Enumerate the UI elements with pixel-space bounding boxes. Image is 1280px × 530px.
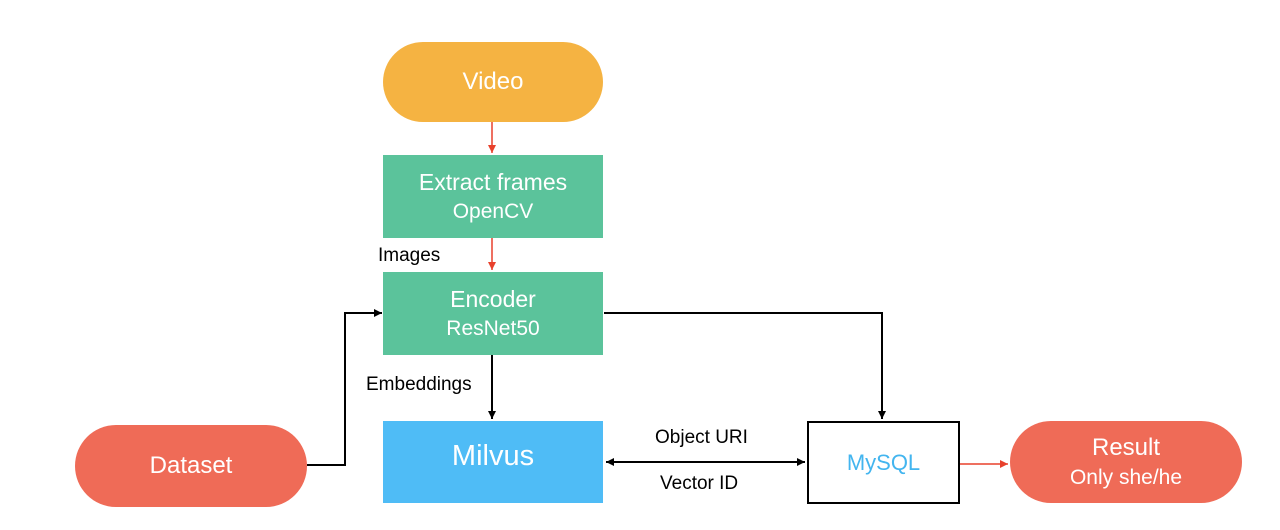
mysql-label: MySQL — [846, 449, 921, 475]
arrow-encoder-to-mysql — [604, 312, 886, 419]
video-label: Video — [462, 68, 524, 95]
vector-id-edge-label: Vector ID — [660, 473, 739, 494]
mysql-node: MySQL — [807, 421, 960, 504]
embeddings-edge-label: Embeddings — [366, 374, 472, 395]
video-node: Video — [383, 42, 603, 122]
dataset-label: Dataset — [149, 452, 233, 479]
result-title: Result — [1091, 433, 1161, 461]
encoder-subtitle: ResNet50 — [446, 317, 540, 341]
milvus-label: Milvus — [451, 439, 535, 472]
arrow-dataset-to-encoder — [307, 309, 382, 466]
result-subtitle: Only she/he — [1069, 465, 1183, 489]
images-edge-label: Images — [378, 245, 441, 266]
extract-frames-subtitle: OpenCV — [452, 200, 534, 224]
extract-frames-title: Extract frames — [418, 168, 568, 195]
object-uri-edge-label: Object URI — [655, 427, 748, 448]
encoder-title: Encoder — [450, 285, 536, 312]
encoder-node: Encoder ResNet50 — [383, 272, 603, 355]
extract-frames-node: Extract frames OpenCV — [383, 155, 603, 238]
result-node: Result Only she/he — [1010, 421, 1242, 503]
milvus-node: Milvus — [383, 421, 603, 503]
dataset-node: Dataset — [75, 425, 307, 507]
